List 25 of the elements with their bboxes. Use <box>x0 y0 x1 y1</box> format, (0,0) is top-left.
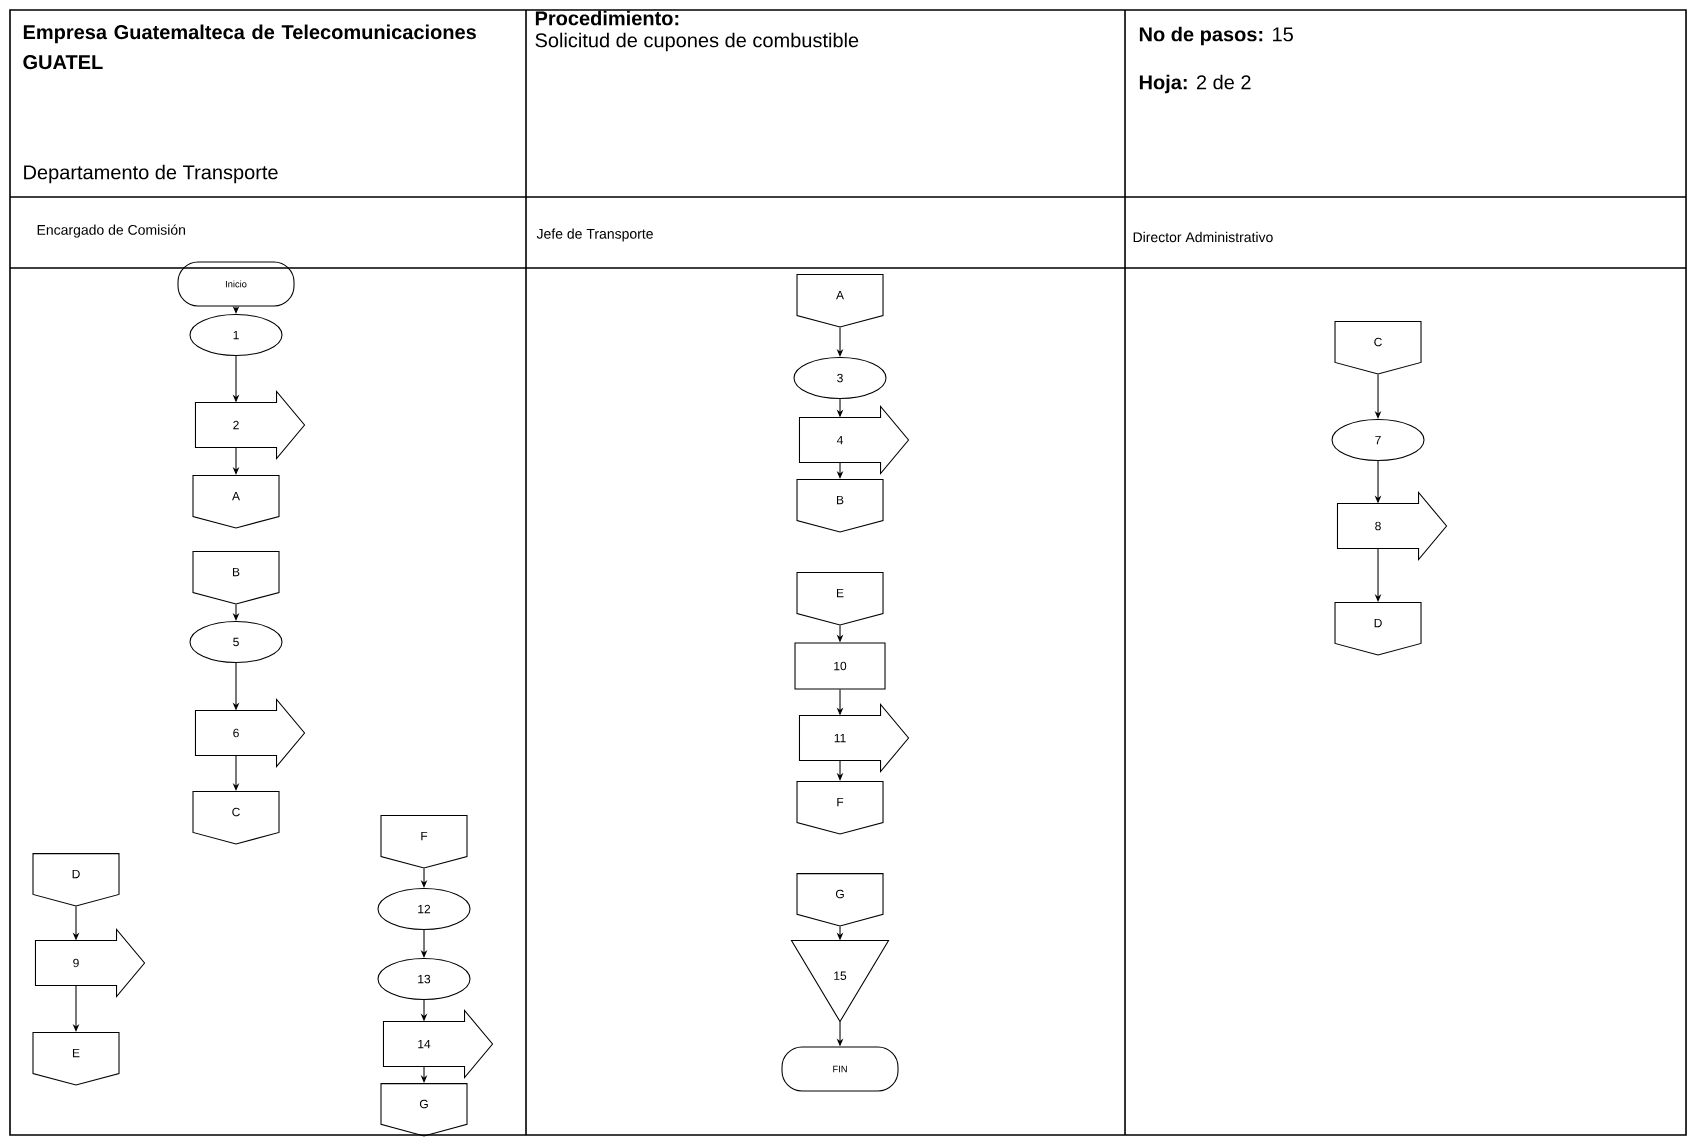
off-page-connector: D <box>32 853 120 907</box>
lane-heading: Encargado de Comisión <box>37 224 185 238</box>
off-page-connector: C <box>192 791 280 845</box>
lane-heading: Jefe de Transporte <box>536 228 653 242</box>
off-page-connector: E <box>796 572 884 626</box>
lane-heading: Director Administrativo <box>1133 231 1273 243</box>
process-box: 10 <box>794 642 886 690</box>
header-text: No de pasos: 15 <box>1139 26 1293 46</box>
off-page-connector: D <box>1334 602 1422 656</box>
header-text: Hoja: 2 de 2 <box>1139 74 1251 94</box>
off-page-connector: G <box>796 873 884 927</box>
off-page-connector: C <box>1334 321 1422 375</box>
header-text: Departamento de Transporte <box>24 164 278 184</box>
off-page-connector: F <box>380 814 468 869</box>
off-page-connector: A <box>796 274 884 328</box>
archive-triangle: 15 <box>790 939 890 1023</box>
off-page-connector: F <box>796 780 884 835</box>
header-text: Solicitud de cupones de combustible <box>535 32 859 52</box>
header-text: Procedimiento: <box>535 10 679 26</box>
off-page-connector: B <box>192 551 280 605</box>
off-page-connector: A <box>192 475 280 529</box>
off-page-connector: E <box>32 1032 120 1086</box>
header-text: Empresa Guatemalteca de Telecomunicaciones GUATEL <box>23 24 476 70</box>
off-page-connector: B <box>796 479 884 533</box>
off-page-connector: G <box>380 1083 468 1137</box>
